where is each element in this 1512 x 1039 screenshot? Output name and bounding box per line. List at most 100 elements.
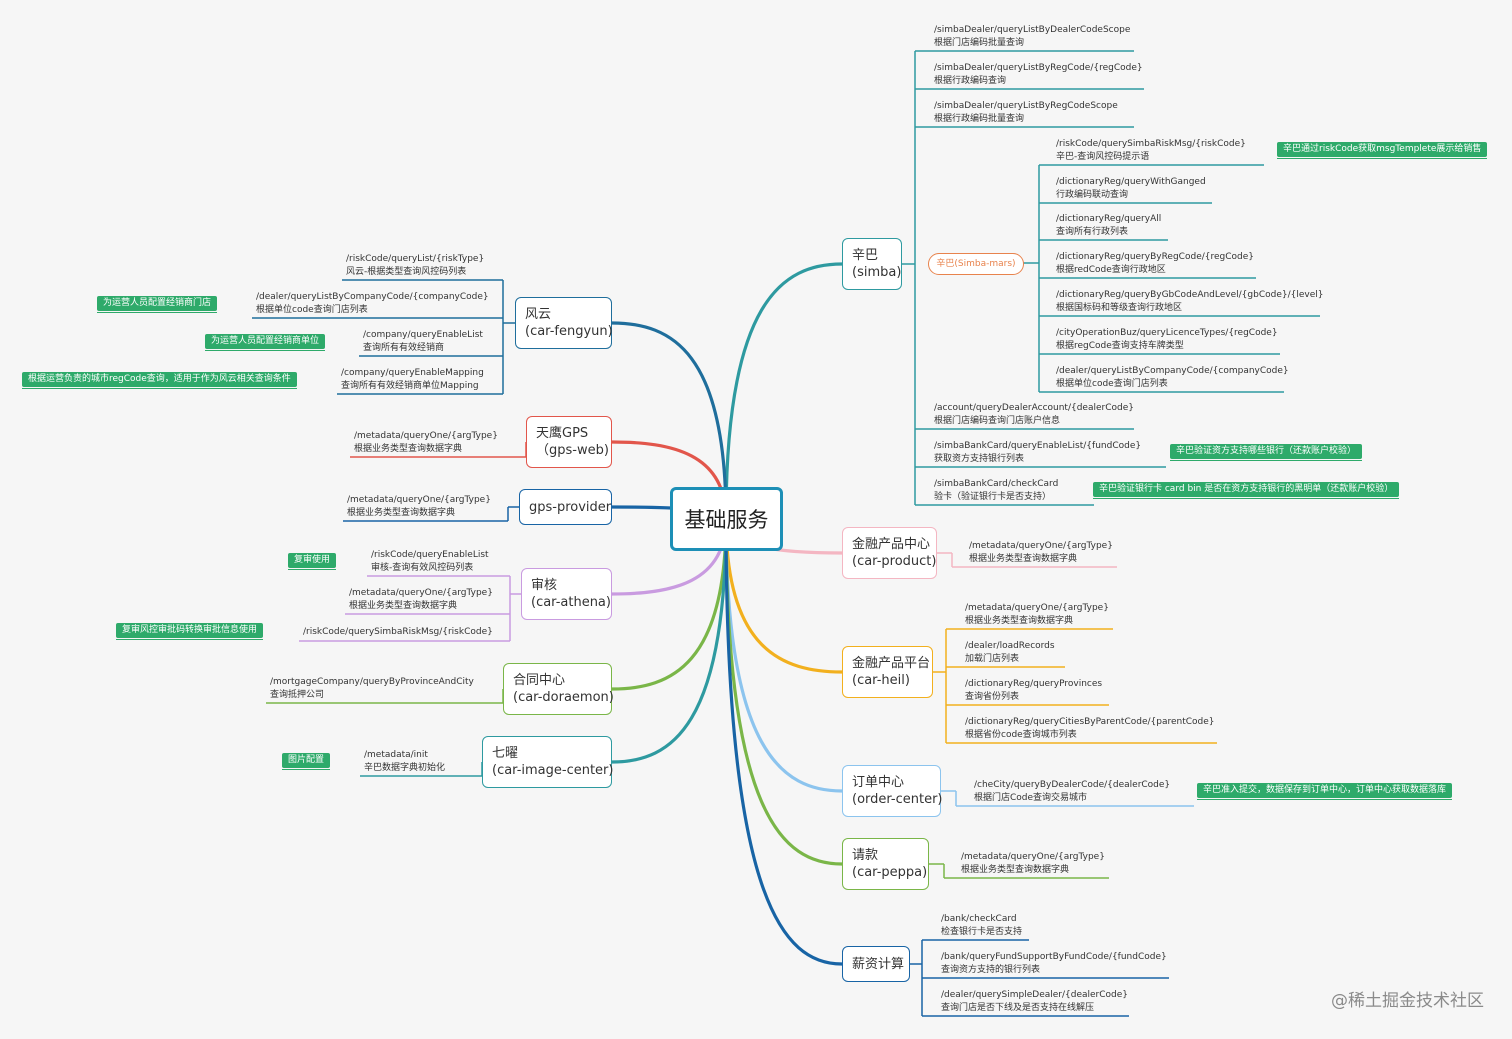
leaf-path: /metadata/queryOne/{argType} [961, 852, 1105, 862]
note-tag[interactable]: 辛巴通过riskCode获取msgTemplete展示给销售 [1277, 142, 1488, 159]
leaf-path: /riskCode/queryList/{riskType} [346, 254, 485, 264]
leaf-desc: 根据redCode查询行政地区 [1056, 265, 1166, 275]
note-tag[interactable]: 辛巴准入提交，数据保存到订单中心，订单中心获取数据落库 [1197, 783, 1453, 800]
leaf-path: /dictionaryReg/queryProvinces [965, 679, 1103, 689]
node-sublabel: (car-product) [852, 554, 937, 569]
branch-order-center [724, 517, 844, 793]
node-gps-provider[interactable]: gps-provider [519, 489, 612, 525]
leaf-path: /dealer/loadRecords [965, 641, 1055, 651]
leaf-gps-web[interactable]: /metadata/queryOne/{argType}根据业务类型查询数据字典 [354, 430, 498, 456]
node-peppa[interactable]: 请款(car-peppa) [842, 838, 929, 890]
leaf-desc: 根据业务类型查询数据字典 [347, 508, 456, 518]
note-tag[interactable]: 辛巴验证资方支持哪些银行（还款账户校验） [1170, 444, 1363, 461]
leaf-order-center[interactable]: /cheCity/queryByDealerCode/{dealerCode} 根… [974, 779, 1170, 805]
branch-simba [724, 262, 844, 521]
node-product[interactable]: 金融产品中心(car-product) [842, 527, 937, 579]
leaf-path: /metadata/queryOne/{argType} [347, 495, 491, 505]
leaf-salary[interactable]: /dealer/querySimpleDealer/{dealerCode}查询… [941, 989, 1128, 1015]
leaf-product[interactable]: /metadata/queryOne/{argType}根据业务类型查询数据字典 [969, 540, 1113, 566]
node-sublabel: （gps-web) [536, 443, 609, 458]
leaf-desc: 查询门店是否下线及是否支持在线解压 [941, 1003, 1095, 1013]
leaf-mars[interactable]: /riskCode/querySimbaRiskMsg/{riskCode}辛巴… [1056, 138, 1246, 164]
leaf-path: /bank/queryFundSupportByFundCode/{fundCo… [941, 952, 1167, 962]
node-athena[interactable]: 审核(car-athena) [521, 568, 612, 620]
leaf-athena[interactable]: /metadata/queryOne/{argType}根据业务类型查询数据字典 [349, 587, 493, 613]
leaf-path: /dictionaryReg/queryByRegCode/{regCode} [1056, 252, 1255, 262]
leaf-mars[interactable]: /cityOperationBuz/queryLicenceTypes/{reg… [1056, 327, 1278, 353]
node-sublabel: (car-athena) [531, 595, 611, 610]
leaf-path: /cheCity/queryByDealerCode/{dealerCode} [974, 780, 1171, 790]
leaf-path: /metadata/queryOne/{argType} [969, 541, 1113, 551]
leaf-desc: 根据regCode查询支持车牌类型 [1056, 341, 1184, 351]
leaf-salary[interactable]: /bank/queryFundSupportByFundCode/{fundCo… [941, 951, 1167, 977]
leaf-gps-provider[interactable]: /metadata/queryOne/{argType} 根据业务类型查询数据字典 [347, 494, 491, 520]
branch-salary [724, 517, 844, 966]
note-tag[interactable]: 复审使用 [288, 553, 337, 570]
leaf-heil[interactable]: /dictionaryReg/queryCitiesByParentCode/{… [965, 716, 1215, 742]
leaf-desc: 根据业务类型查询数据字典 [349, 601, 458, 611]
leaf-desc: 根据单位code查询门店列表 [1056, 379, 1168, 389]
leaf-mars[interactable]: /dictionaryReg/queryByRegCode/{regCode} 根… [1056, 251, 1254, 277]
node-heil[interactable]: 金融产品平台 (car-heil) [842, 646, 933, 698]
node-sublabel: (car-heil) [852, 673, 910, 688]
root-node[interactable]: 基础服务 [670, 487, 783, 551]
note-tag[interactable]: 图片配置 [282, 753, 331, 770]
note-tag[interactable]: 为运营人员配置经销商门店 [97, 296, 218, 313]
leaf-fengyun[interactable]: /riskCode/queryList/{riskType}风云-根据类型查询风… [346, 253, 484, 279]
note-tag[interactable]: 辛巴验证银行卡 card bin 是否在资方支持银行的黑明单（还款账户校验） [1093, 482, 1400, 499]
node-image-center[interactable]: 七曜(car-image-center) [482, 736, 613, 788]
node-salary[interactable]: 薪资计算 [842, 946, 910, 982]
leaf-path: /riskCode/querySimbaRiskMsg/{riskCode} [1056, 139, 1246, 149]
leaf-desc: 查询所有有效经销商 [363, 343, 445, 353]
leaf-athena[interactable]: /riskCode/querySimbaRiskMsg/{riskCode} [303, 626, 493, 639]
leaf-desc: 检查银行卡是否支持 [941, 927, 1023, 937]
leaf-simba[interactable]: /simbaDealer/queryListByRegCode/{regCode… [934, 62, 1143, 88]
simba-mars-subnode[interactable]: 辛巴(Simba-mars) [928, 253, 1024, 275]
branch-image-center [610, 517, 728, 764]
leaf-path: /metadata/init [364, 750, 428, 760]
note-tag[interactable]: 复审风控审批码转换审批信息使用 [116, 623, 264, 640]
leaf-simba[interactable]: /simbaBankCard/queryEnableList/{fundCode… [934, 440, 1141, 466]
node-doraemon[interactable]: 合同中心(car-doraemon) [503, 663, 614, 715]
node-label: 七曜 [492, 746, 519, 761]
leaf-simba[interactable]: /account/queryDealerAccount/{dealerCode}… [934, 402, 1134, 428]
leaf-fengyun[interactable]: /dealer/queryListByCompanyCode/{companyC… [256, 291, 489, 317]
leaf-path: /mortgageCompany/queryByProvinceAndCity [270, 677, 474, 687]
note-tag[interactable]: 根据运营负责的城市regCode查询，适用于作为风云相关查询条件 [22, 372, 297, 389]
leaf-desc: 根据国标码和等级查询行政地区 [1056, 303, 1183, 313]
leaf-desc: 查询抵押公司 [270, 690, 325, 700]
watermark: @稀土掘金技术社区 [1331, 991, 1484, 1011]
leaf-desc: 根据门店编码查询门店账户信息 [934, 416, 1061, 426]
node-order-center[interactable]: 订单中心(order-center) [842, 765, 943, 817]
leaf-doraemon[interactable]: /mortgageCompany/queryByProvinceAndCity 查… [270, 676, 474, 702]
node-simba[interactable]: 辛巴(simba) [842, 238, 902, 290]
leaf-heil[interactable]: /metadata/queryOne/{argType}根据业务类型查询数据字典 [965, 602, 1109, 628]
leaf-desc: 根据门店Code查询交易城市 [974, 793, 1088, 803]
leaf-path: /account/queryDealerAccount/{dealerCode} [934, 403, 1134, 413]
leaf-desc: 根据单位code查询门店列表 [256, 305, 368, 315]
leaf-mars[interactable]: /dealer/queryListByCompanyCode/{companyC… [1056, 365, 1289, 391]
note-tag[interactable]: 为运营人员配置经销商单位 [205, 334, 326, 351]
leaf-mars[interactable]: /dictionaryReg/queryByGbCodeAndLevel/{gb… [1056, 289, 1323, 315]
leaf-desc: 验卡（验证银行卡是否支持） [934, 492, 1052, 502]
node-fengyun[interactable]: 风云(car-fengyun) [515, 297, 613, 349]
branch-fengyun [610, 321, 728, 521]
node-gps-web[interactable]: 天鹰GPS（gps-web) [526, 416, 612, 468]
leaf-peppa[interactable]: /metadata/queryOne/{argType}根据业务类型查询数据字典 [961, 851, 1105, 877]
node-label: 辛巴 [852, 248, 879, 263]
node-label: 金融产品平台 [852, 656, 931, 671]
leaf-desc: 审核-查询有效风控码列表 [371, 563, 474, 573]
